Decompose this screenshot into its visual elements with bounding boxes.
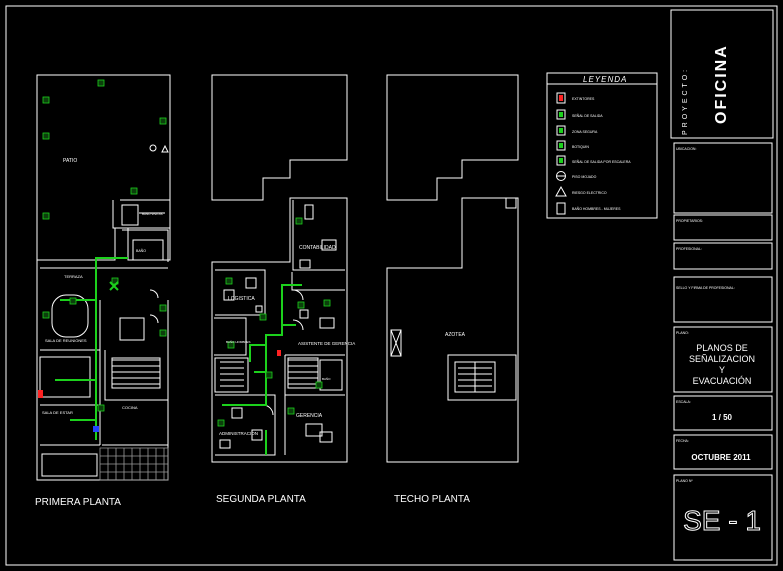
first-floor-room-label: BAÑO	[136, 248, 146, 253]
second-floor-room-label: LOGISTICA	[228, 296, 255, 302]
first-aid-icon	[556, 140, 566, 151]
sheet-value: SE - 1	[683, 505, 761, 536]
plan-value-line: EVACUACIÓN	[693, 376, 752, 386]
plan-value-line: Y	[719, 365, 725, 375]
restroom-icon	[556, 202, 566, 215]
second-floor-plan	[211, 74, 348, 463]
legend-item-label: BOTIQUIN	[572, 145, 589, 149]
second-floor-room-label: BAÑO	[322, 376, 331, 381]
legend-item-label: ZONA SEGURA	[572, 130, 598, 134]
stair-exit-sign-icon	[556, 155, 566, 166]
legend-item-label: BAÑO HOMBRES - MUJERES	[572, 206, 621, 211]
date-value: OCTUBRE 2011	[691, 453, 751, 462]
project-value: OFICINA	[713, 44, 730, 124]
sheet-label: PLANO Nº	[676, 479, 693, 483]
plan-value-line: PLANOS DE	[696, 343, 748, 353]
scale-label: ESCALA:	[676, 400, 691, 404]
second-floor-caption: SEGUNDA PLANTA	[216, 494, 306, 505]
second-floor-room-label: CONTABILIDAD	[299, 245, 336, 251]
exit-sign-icon	[556, 109, 566, 120]
sheet-border	[5, 5, 778, 566]
project-label: PROYECTO:	[682, 67, 689, 135]
owner-label: PROPIETARIOS:	[676, 219, 703, 223]
legend-item-label: SEÑAL DE SALIDA POR ESCALERA	[572, 159, 631, 164]
roof-plan	[386, 74, 519, 463]
second-floor-room-label: ADMINISTRACION	[219, 431, 258, 436]
first-floor-room-label: BAÑO VISITAS	[142, 211, 163, 216]
professional-label: PROFESIONAL:	[676, 247, 702, 251]
roof-caption: TECHO PLANTA	[394, 494, 470, 505]
extinguisher-icon	[556, 92, 566, 104]
plan-value-line: SEÑALIZACION	[689, 354, 755, 364]
first-floor-room-label: PATIO	[63, 158, 77, 164]
legend-item-label: SEÑAL DE SALIDA	[572, 113, 603, 118]
seal-label: SELLO Y FIRMA DE PROFESIONAL:	[676, 286, 735, 290]
first-floor-room-label: TERRAZA	[64, 274, 83, 279]
legend-title: LEYENDA	[583, 75, 627, 84]
date-label: FECHA:	[676, 439, 689, 443]
electric-risk-icon	[555, 185, 567, 197]
first-floor-plan	[36, 74, 171, 481]
legend-item-label: RIESGO ELECTRICO	[572, 191, 607, 195]
second-floor-room-label: ASISTENTE DE GERENCIA	[298, 341, 355, 346]
second-floor-room-label: GERENCIA	[296, 413, 323, 419]
first-floor-room-label: SALA DE ESTAR	[42, 410, 73, 415]
second-floor-room-label: BAÑO HOMBRES	[226, 339, 251, 344]
safe-zone-icon	[556, 125, 566, 136]
first-floor-caption: PRIMERA PLANTA	[35, 497, 121, 508]
wet-floor-icon	[556, 171, 566, 181]
scale-value: 1 / 50	[712, 413, 733, 422]
legend-item-label: PISO MOJADO	[572, 175, 597, 179]
location-label: UBICACION:	[676, 147, 696, 151]
first-floor-room-label: COCINA	[122, 405, 138, 410]
legend-box	[546, 72, 658, 219]
roof-room-label: AZOTEA	[445, 332, 466, 338]
legend-item-label: EXTINTORES	[572, 97, 595, 101]
plan-label: PLANO:	[676, 331, 689, 335]
first-floor-room-label: SALA DE REUNIONES	[45, 338, 87, 343]
title-block	[670, 9, 774, 561]
